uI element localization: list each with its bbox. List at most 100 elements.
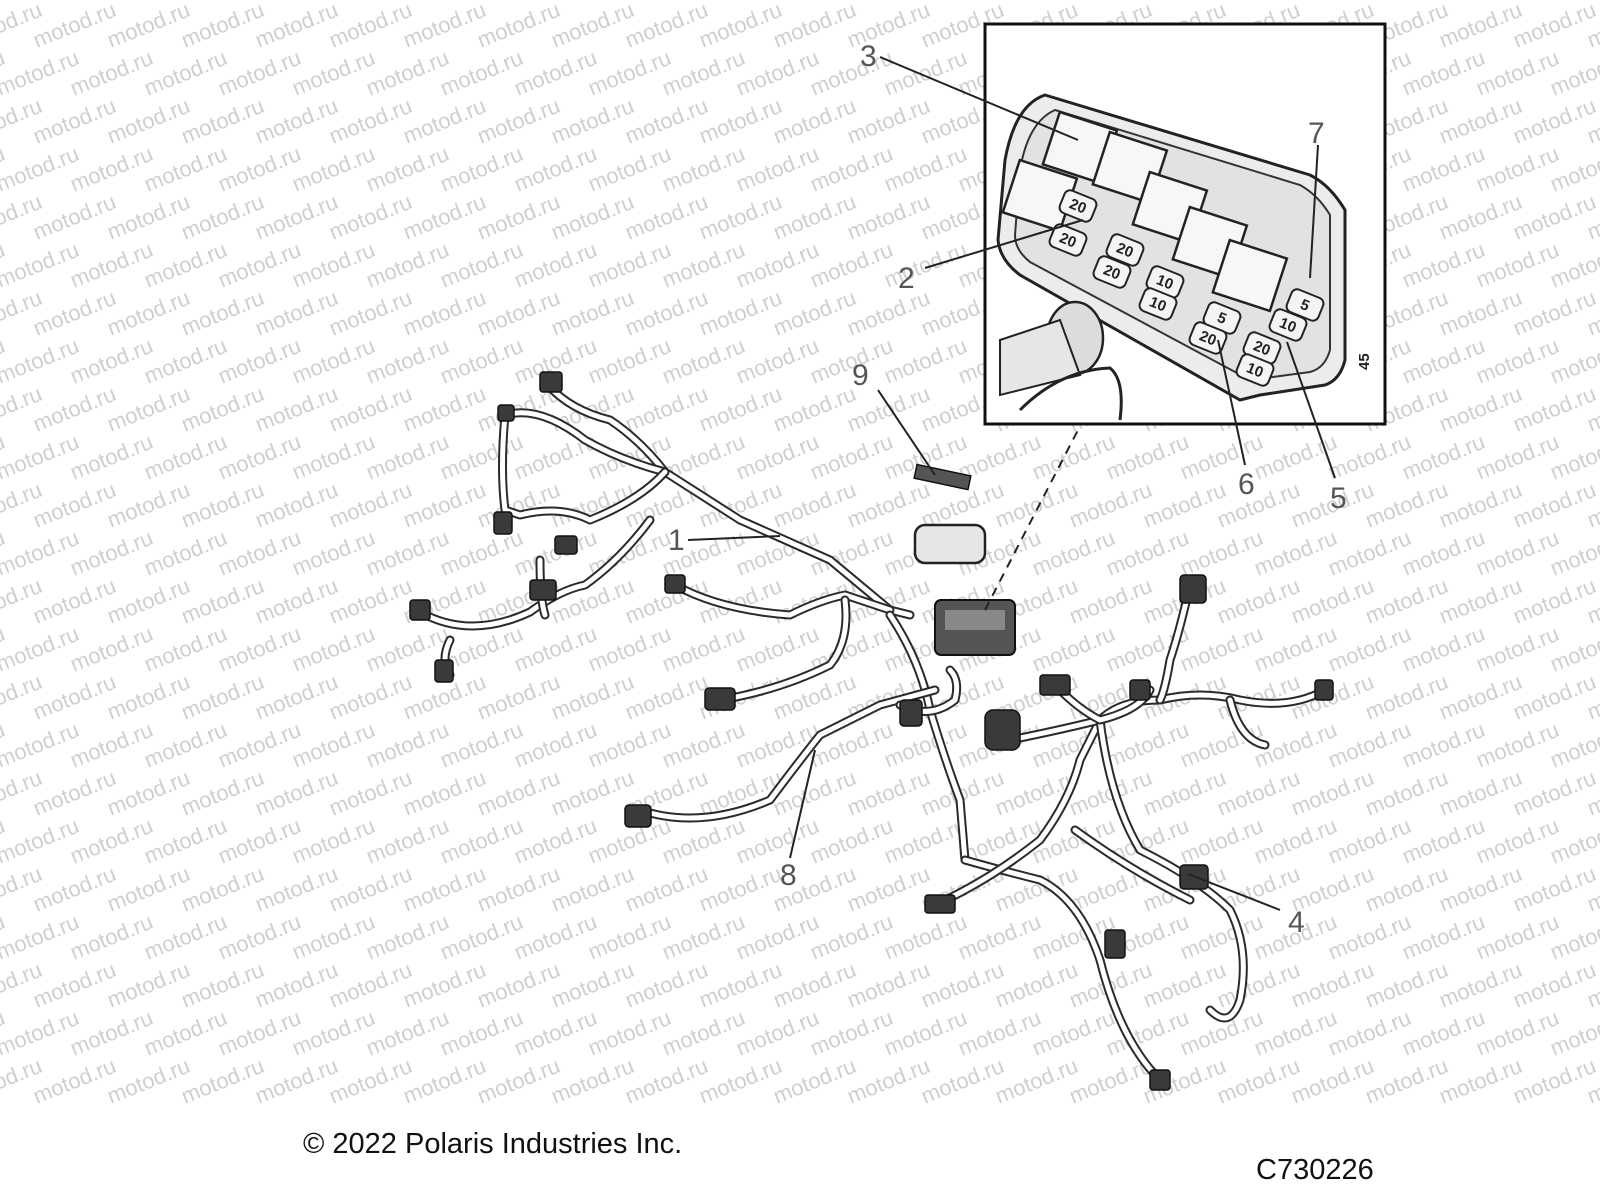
fuse: 10: [1235, 353, 1275, 387]
watermark-text: motod.ru: [215, 717, 305, 773]
watermark-text: motod.ru: [1066, 477, 1156, 533]
watermark-text: motod.ru: [141, 429, 231, 485]
watermark-text: motod.ru: [289, 141, 379, 197]
watermark-text: motod.ru: [252, 381, 342, 437]
watermark-text: motod.ru: [881, 1005, 971, 1061]
watermark-text: motod.ru: [326, 861, 416, 917]
watermark-text: motod.ru: [585, 909, 675, 965]
watermark-text: motod.ru: [807, 141, 897, 197]
watermark-text: motod.ru: [400, 1053, 490, 1109]
watermark-text: motod.ru: [1510, 669, 1600, 725]
watermark-text: motod.ru: [1399, 1005, 1489, 1061]
watermark-text: motod.ru: [1473, 333, 1563, 389]
watermark-text: motod.ru: [1436, 0, 1526, 53]
watermark-text: motod.ru: [585, 717, 675, 773]
watermark-text: motod.ru: [363, 525, 453, 581]
watermark-text: motod.ru: [0, 0, 82, 5]
watermark-text: motod.ru: [548, 285, 638, 341]
watermark-text: motod.ru: [363, 333, 453, 389]
watermark-text: motod.ru: [548, 669, 638, 725]
watermark-text: motod.ru: [104, 573, 194, 629]
watermark-text: motod.ru: [215, 621, 305, 677]
watermark-text: motod.ru: [1399, 45, 1489, 101]
watermark-text: motod.ru: [178, 765, 268, 821]
watermark-text: motod.ru: [659, 141, 749, 197]
watermark-text: motod.ru: [1177, 909, 1267, 965]
fuse-box-housing-number: 45: [1356, 353, 1373, 370]
watermark-text: motod.ru: [733, 621, 823, 677]
watermark-text: motod.ru: [548, 861, 638, 917]
watermark-text: motod.ru: [511, 1005, 601, 1061]
watermark-text: motod.ru: [1436, 1053, 1526, 1109]
watermark-text: motod.ru: [104, 0, 194, 53]
watermark-text: motod.ru: [30, 957, 120, 1013]
watermark-text: motod.ru: [1103, 429, 1193, 485]
wiring-harness: [409, 371, 1334, 1091]
watermark-text: motod.ru: [289, 1005, 379, 1061]
callout-4: 4: [1288, 906, 1305, 939]
watermark-text: motod.ru: [30, 861, 120, 917]
watermark-text: motod.ru: [1362, 957, 1452, 1013]
watermark-text: motod.ru: [326, 93, 416, 149]
watermark-text: motod.ru: [585, 1005, 675, 1061]
watermark-text: motod.ru: [474, 477, 564, 533]
fuse-rating: 20: [1101, 261, 1123, 283]
watermark-text: motod.ru: [141, 621, 231, 677]
watermark-text: motod.ru: [733, 45, 823, 101]
watermark-text: motod.ru: [474, 0, 564, 53]
watermark-text: motod.ru: [215, 429, 305, 485]
watermark-text: motod.ru: [400, 0, 490, 53]
watermark-text: motod.ru: [733, 909, 823, 965]
watermark-text: motod.ru: [733, 333, 823, 389]
watermark-text: motod.ru: [1473, 429, 1563, 485]
watermark-text: motod.ru: [992, 1053, 1082, 1109]
watermark-text: motod.ru: [215, 909, 305, 965]
watermark-text: motod.ru: [141, 333, 231, 389]
watermark-text: motod.ru: [844, 1053, 934, 1109]
watermark-text: motod.ru: [67, 141, 157, 197]
watermark-text: motod.ru: [437, 237, 527, 293]
watermark-text: motod.ru: [1029, 525, 1119, 581]
watermark-text: motod.ru: [326, 381, 416, 437]
watermark-text: motod.ru: [400, 765, 490, 821]
watermark-text: motod.ru: [363, 237, 453, 293]
callout-7: 7: [1308, 117, 1325, 150]
diagram-code: C730226: [1256, 1154, 1374, 1186]
watermark-text: motod.ru: [1436, 189, 1526, 245]
watermark-text: motod.ru: [770, 285, 860, 341]
watermark-text: motod.ru: [844, 0, 934, 53]
watermark-text: motod.ru: [1214, 477, 1304, 533]
watermark-text: motod.ru: [844, 285, 934, 341]
watermark-text: motod.ru: [289, 429, 379, 485]
watermark-text: motod.ru: [770, 189, 860, 245]
watermark-text: motod.ru: [215, 237, 305, 293]
watermark-text: motod.ru: [1473, 621, 1563, 677]
watermark-text: motod.ru: [437, 141, 527, 197]
watermark-text: motod.ru: [1362, 765, 1452, 821]
watermark-text: motod.ru: [178, 285, 268, 341]
watermark-text: motod.ru: [659, 45, 749, 101]
watermark-text: motod.ru: [252, 573, 342, 629]
watermark-text: motod.ru: [215, 333, 305, 389]
watermark-text: motod.ru: [67, 1005, 157, 1061]
watermark-text: motod.ru: [1288, 1053, 1378, 1109]
callouts: 1 2 3 4 5 6 7 8 9: [668, 40, 1347, 939]
watermark-text: motod.ru: [622, 93, 712, 149]
watermark-text: motod.ru: [0, 429, 82, 485]
fuse-box-label: [913, 463, 972, 491]
watermark-text: motod.ru: [622, 0, 712, 53]
watermark-text: motod.ru: [1251, 525, 1341, 581]
watermark-text: motod.ru: [326, 189, 416, 245]
watermark-text: motod.ru: [733, 429, 823, 485]
watermark-text: motod.ru: [659, 717, 749, 773]
fuse-rating: 20: [1251, 337, 1273, 359]
watermark-text: motod.ru: [585, 45, 675, 101]
fuse: 20: [1105, 233, 1145, 267]
watermark-text: motod.ru: [252, 765, 342, 821]
watermark-text: motod.ru: [992, 957, 1082, 1013]
watermark-text: motod.ru: [104, 1053, 194, 1109]
watermark-text: motod.ru: [289, 813, 379, 869]
watermark-text: motod.ru: [1399, 621, 1489, 677]
watermark-text: motod.ru: [696, 93, 786, 149]
watermark-text: motod.ru: [215, 141, 305, 197]
